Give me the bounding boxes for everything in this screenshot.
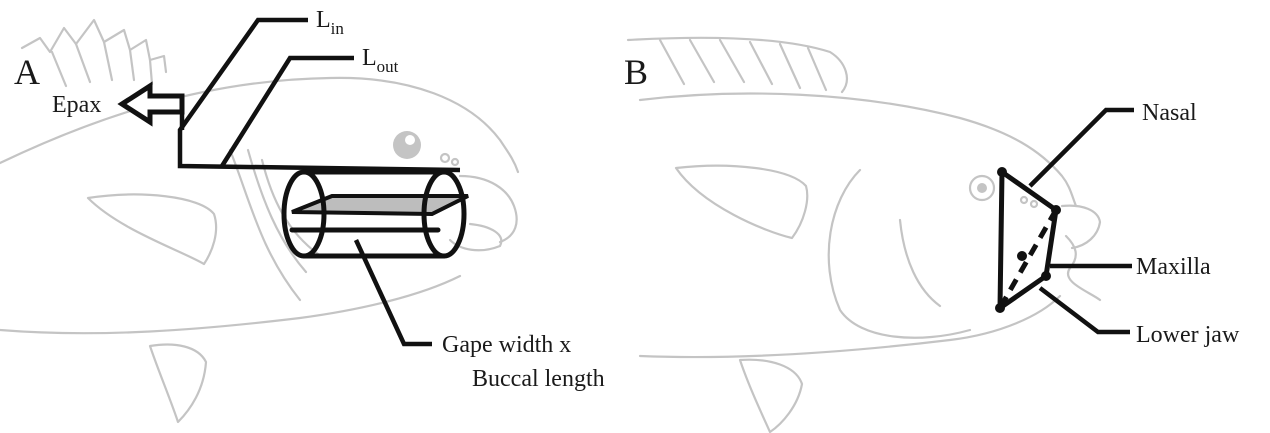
buccal-cylinder — [284, 172, 468, 256]
nasal-label: Nasal — [1142, 100, 1197, 126]
maxilla-label: Maxilla — [1136, 254, 1211, 280]
fish-outline-b — [628, 38, 1100, 432]
panel-b-letter: B — [624, 52, 648, 92]
panel-b: B — [624, 38, 1240, 432]
buccal-plane — [292, 196, 468, 214]
four-bar-linkage — [995, 167, 1061, 313]
lower-jaw-label: Lower jaw — [1136, 322, 1240, 348]
gape-label-line2: Buccal length — [472, 366, 605, 392]
epax-label: Epax — [52, 92, 101, 118]
l-out-label: Lout — [362, 45, 399, 76]
nasal-leader — [1030, 110, 1134, 186]
l-in-label: Lin — [316, 7, 344, 38]
l-out-lever — [222, 58, 354, 166]
gape-label-line1: Gape width x — [442, 332, 571, 358]
epax-arrow — [122, 86, 182, 122]
panel-a: A — [0, 7, 605, 422]
fish-outline-a — [0, 20, 518, 422]
lower-jaw-leader — [1040, 288, 1130, 332]
panel-a-letter: A — [14, 52, 40, 92]
